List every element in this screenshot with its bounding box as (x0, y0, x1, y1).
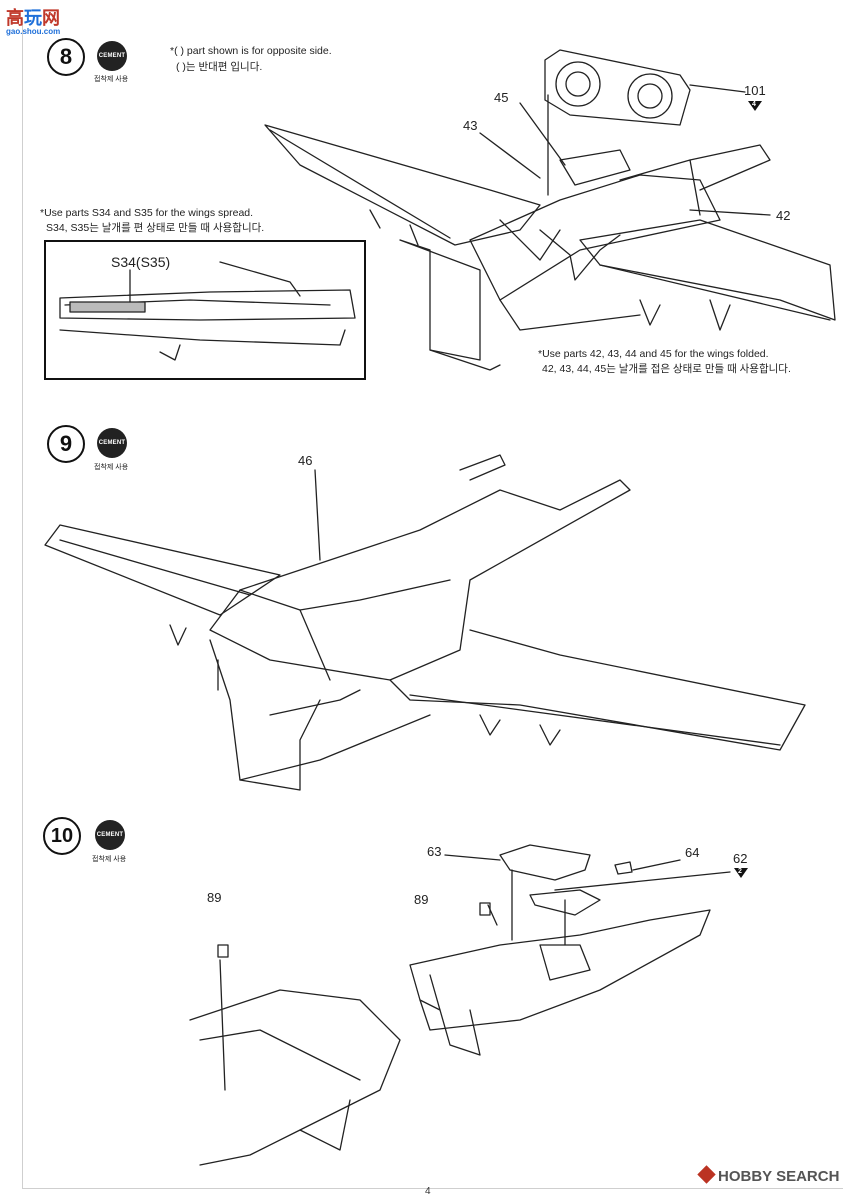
part-43-label: 43 (463, 118, 478, 133)
hobby-search-brand: HOBBY SEARCH (718, 1168, 840, 1185)
wing-spread-inset-box (44, 240, 366, 380)
watermark-logo: 高 (6, 8, 24, 28)
watermark-suffix: 网 (42, 8, 60, 28)
wings-folded-note-en: *Use parts 42, 43, 44 and 45 for the win… (538, 348, 769, 360)
part-63-label: 63 (427, 844, 442, 859)
part-64-label: 64 (685, 845, 700, 860)
cement-note: 접착제 사용 (94, 464, 129, 471)
cement-note: 접착제 사용 (92, 856, 127, 863)
sheet-ref-4-icon: 4 (748, 101, 762, 111)
opposite-side-note-en: *( ) part shown is for opposite side. (170, 45, 332, 57)
part-62-label: 62 (733, 851, 748, 866)
page-frame (22, 18, 843, 1189)
opposite-side-note-ko: ( )는 반대편 입니다. (176, 61, 263, 73)
cement-icon: CEMENT (97, 41, 127, 71)
watermark-site: gao.shou.com (6, 27, 61, 36)
wings-spread-note-en: *Use parts S34 and S35 for the wings spr… (40, 207, 254, 219)
part-89-label-mid: 89 (414, 892, 429, 907)
step-9-number: 9 (47, 425, 85, 463)
wings-spread-note-ko: S34, S35는 날개를 편 상태로 만들 때 사용합니다. (46, 222, 265, 234)
step-8-number: 8 (47, 38, 85, 76)
part-89-label-left: 89 (207, 890, 222, 905)
part-46-label: 46 (298, 453, 313, 468)
cement-icon: CEMENT (95, 820, 125, 850)
step-10-number: 10 (43, 817, 81, 855)
hobby-search-watermark: HOBBY SEARCH (697, 1165, 840, 1185)
cement-note: 접착제 사용 (94, 76, 129, 83)
cement-icon: CEMENT (97, 428, 127, 458)
watermark-mid: 玩 (24, 8, 42, 28)
sheet-ref-2: 2 (738, 868, 742, 875)
step8-inset-drawing (59, 261, 356, 361)
part-101-label: 101 (744, 83, 766, 98)
part-42-label: 42 (776, 208, 791, 223)
site-watermark: 高玩网 gao.shou.com (6, 4, 60, 36)
step8-fuselage-drawing (264, 49, 836, 371)
sheet-ref-2-icon: 2 (734, 868, 748, 878)
step10-fuselage-drawing (189, 844, 731, 1166)
inset-part-label: S34(S35) (111, 254, 171, 270)
wings-folded-note-ko: 42, 43, 44, 45는 날개를 접은 상태로 만들 때 사용합니다. (542, 363, 791, 375)
part-45-label: 45 (494, 90, 509, 105)
step9-fuselage-drawing (44, 454, 806, 791)
sheet-ref-4: 4 (752, 101, 756, 108)
page-number: 4 (425, 1186, 431, 1197)
